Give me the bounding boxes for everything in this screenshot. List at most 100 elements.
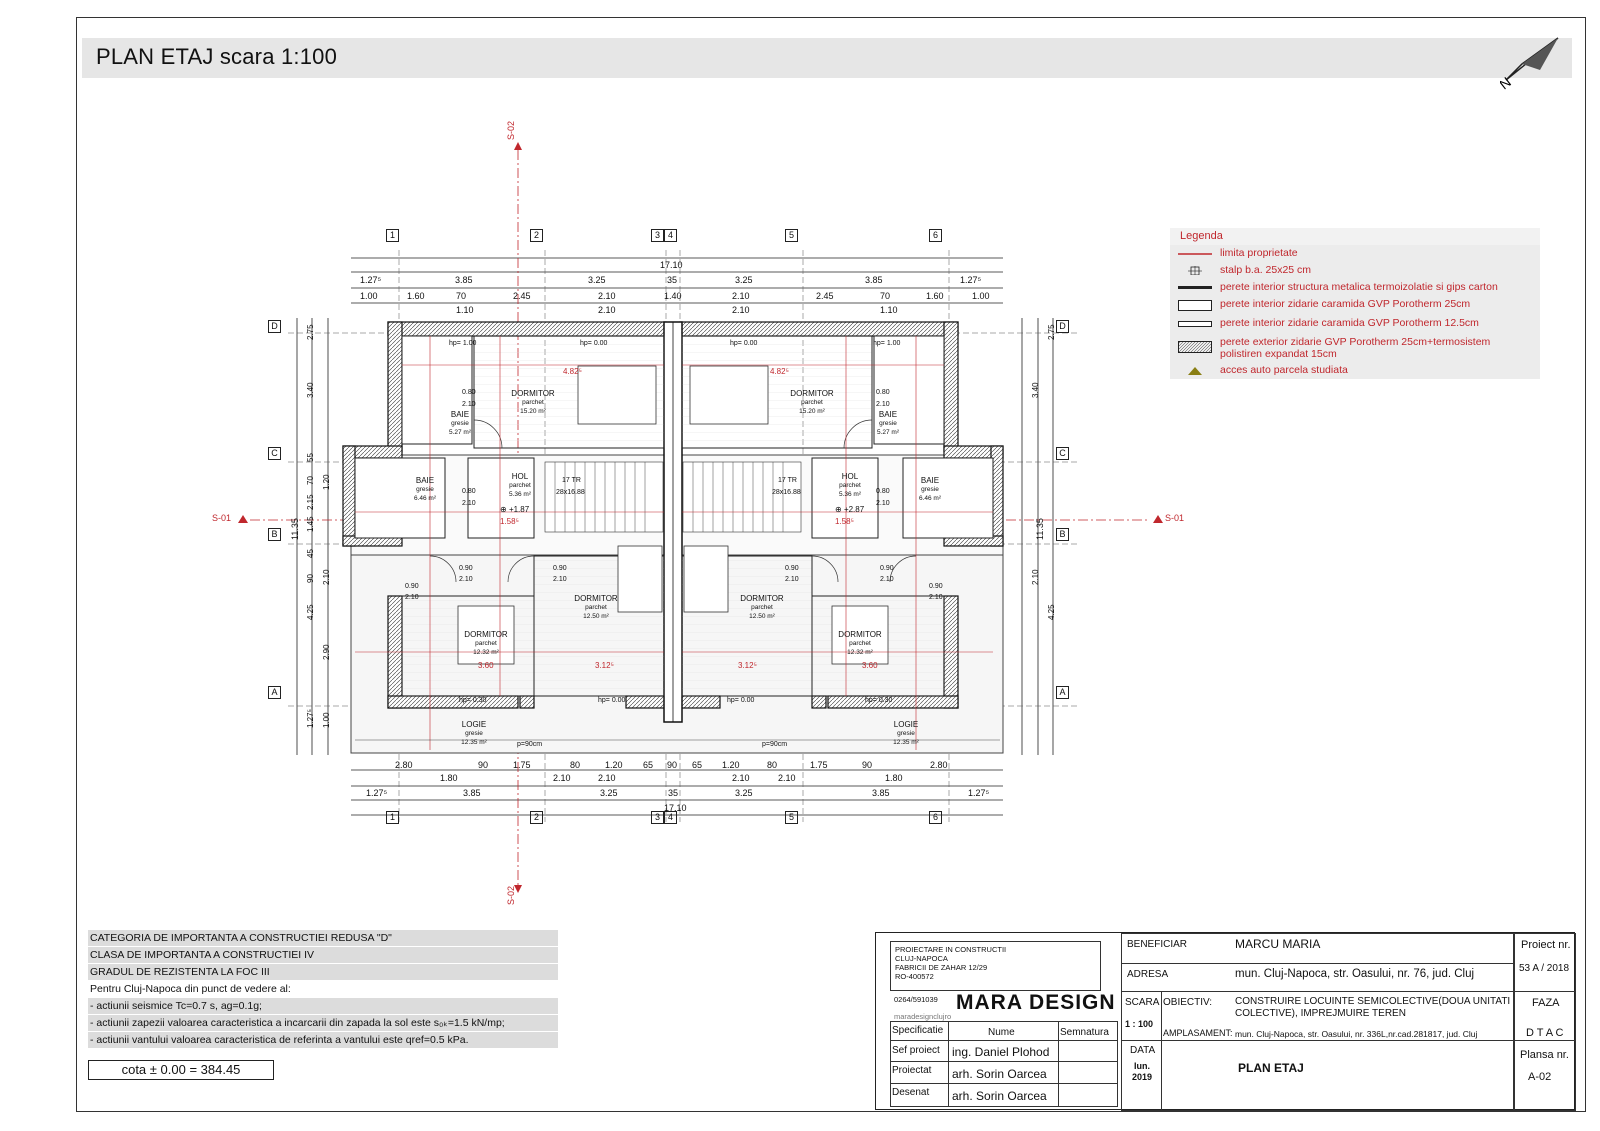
dim-side-l-m: 1.00 bbox=[322, 712, 331, 728]
room-floor: parchet bbox=[585, 604, 607, 611]
room-logie-right: LOGIE gresie 12.35 m² bbox=[886, 720, 926, 747]
legend-title: Legenda bbox=[1180, 230, 1223, 242]
door-dim-5: 0.80 bbox=[462, 488, 476, 495]
dim-bot1b-f: 1.80 bbox=[885, 773, 903, 783]
axis-marker-2-top: 2 bbox=[530, 229, 543, 242]
dim-side-l-h: 45 bbox=[306, 549, 315, 558]
dim-side-l-b: 3.40 bbox=[306, 382, 315, 398]
level-value: +1.87 bbox=[508, 505, 530, 514]
dim-side-l-k: 4.25 bbox=[306, 604, 315, 620]
level-mark-right: ⊕ +2.87 bbox=[835, 505, 865, 514]
legend-item-label: perete interior zidarie caramida GVP Por… bbox=[1220, 317, 1479, 329]
hp-label-bottom-left: hp= 0.30 bbox=[459, 697, 487, 704]
door-dim-3: 0.80 bbox=[876, 389, 890, 396]
door-dim-10: 2.10 bbox=[459, 576, 473, 583]
room-dormitor-small-right: DORMITOR parchet 12.32 m² bbox=[836, 630, 884, 657]
room-name: HOL bbox=[511, 472, 529, 481]
dim-side-left: 11.35 bbox=[290, 518, 300, 540]
dim-bot1-l: 90 bbox=[862, 760, 873, 770]
dim-bot2-d: 35 bbox=[668, 788, 679, 798]
dim-top1-b: 3.85 bbox=[455, 275, 473, 285]
dim-top2-d: 2.45 bbox=[513, 291, 531, 301]
drawing-sheet-frame bbox=[76, 17, 1586, 1112]
scara-value: 1 : 100 bbox=[1125, 1019, 1154, 1029]
property-limit-line-icon bbox=[1178, 253, 1212, 255]
red-dim-2: 4.82⁵ bbox=[770, 367, 789, 376]
plansa-value: A-02 bbox=[1528, 1071, 1552, 1083]
legend-item: perete exterior zidarie GVP Porotherm 25… bbox=[1170, 334, 1540, 362]
room-area: 12.32 m² bbox=[847, 649, 873, 656]
axis-marker-4-bottom: 4 bbox=[664, 811, 677, 824]
legend-item: stalp b.a. 25x25 cm bbox=[1170, 262, 1540, 279]
adresa-value: mun. Cluj-Napoca, str. Oasului, nr. 76, … bbox=[1235, 968, 1475, 980]
room-name: BAIE bbox=[415, 476, 435, 485]
desenat-name: arh. Sorin Oarcea bbox=[952, 1089, 1047, 1103]
dim-top2-i: 70 bbox=[880, 291, 891, 301]
hp-label-top-right: hp= 0.00 bbox=[730, 340, 758, 347]
obiectiv-label: OBIECTIV: bbox=[1163, 997, 1213, 1008]
stairs-label-right: 17 TR bbox=[778, 477, 797, 484]
axis-marker-1-bottom: 1 bbox=[386, 811, 399, 824]
dim-bot2-g: 1.27⁵ bbox=[968, 788, 990, 798]
triangle-icon bbox=[1188, 367, 1202, 375]
door-dim-6: 2.10 bbox=[462, 500, 476, 507]
legend-item: perete interior zidarie caramida GVP Por… bbox=[1170, 315, 1540, 334]
note-line: GRADUL DE REZISTENTA LA FOC III bbox=[88, 964, 558, 980]
column-symbol-icon bbox=[1188, 266, 1202, 275]
sef-label: Sef proiect bbox=[892, 1045, 940, 1056]
amplasament-value: mun. Cluj-Napoca, str. Oasului, nr. 336L… bbox=[1235, 1029, 1478, 1039]
door-dim-9: 0.90 bbox=[459, 565, 473, 572]
dim-side-l-a: 2.75 bbox=[306, 324, 315, 340]
axis-marker-5-bottom: 5 bbox=[785, 811, 798, 824]
room-area: 12.32 m² bbox=[473, 649, 499, 656]
stairs-size-right: 28x16.88 bbox=[772, 489, 801, 496]
spec-label: Specificatie bbox=[892, 1025, 944, 1036]
axis-marker-3-top: 3 bbox=[651, 229, 664, 242]
legend-item: limita proprietate bbox=[1170, 245, 1540, 262]
room-dormitor-top-left: DORMITOR parchet 15.20 m² bbox=[505, 389, 561, 416]
note-line: Pentru Cluj-Napoca din punct de vedere a… bbox=[90, 983, 291, 995]
room-floor: parchet bbox=[849, 640, 871, 647]
desenat-label: Desenat bbox=[892, 1087, 930, 1098]
dim-side-l-f: 2.15 bbox=[306, 494, 315, 510]
room-floor: gresie bbox=[451, 420, 469, 427]
room-floor: gresie bbox=[897, 730, 915, 737]
hp-label-bath-left: hp= 1.00 bbox=[449, 340, 477, 347]
note-line: CATEGORIA DE IMPORTANTA A CONSTRUCTIEI R… bbox=[88, 930, 558, 946]
dim-bot1-g: 90 bbox=[667, 760, 678, 770]
dim-bot1-a: 2.80 bbox=[395, 760, 413, 770]
dim-bot1-i: 1.20 bbox=[722, 760, 740, 770]
room-dormitor-small-left: DORMITOR parchet 12.32 m² bbox=[462, 630, 510, 657]
red-dim-1: 4.82⁵ bbox=[563, 367, 582, 376]
room-area: 5.36 m² bbox=[838, 491, 862, 498]
axis-marker-2-bottom: 2 bbox=[530, 811, 543, 824]
dim-side-l-e: 70 bbox=[306, 476, 315, 485]
red-dim-8: 1.58⁵ bbox=[835, 517, 854, 526]
room-area: 6.46 m² bbox=[413, 495, 437, 502]
axis-marker-a-left: A bbox=[268, 686, 281, 699]
red-dim-7: 1.58⁵ bbox=[500, 517, 519, 526]
row-line bbox=[1514, 991, 1576, 992]
room-floor: gresie bbox=[416, 486, 434, 493]
axis-marker-d-left: D bbox=[268, 320, 281, 333]
row-line bbox=[1121, 991, 1514, 992]
dim-top2-e: 2.10 bbox=[598, 291, 616, 301]
room-baie-top-left: BAIE gresie 5.27 m² bbox=[440, 410, 480, 437]
plan-title: PLAN ETAJ bbox=[1238, 1061, 1304, 1075]
legend-item: acces auto parcela studiata bbox=[1170, 362, 1540, 379]
dim-bot1-c: 1.75 bbox=[513, 760, 531, 770]
project-info bbox=[1121, 933, 1514, 1111]
axis-marker-6-top: 6 bbox=[929, 229, 942, 242]
door-dim-2: 2.10 bbox=[462, 401, 476, 408]
dim-side-r-k: 4.25 bbox=[1047, 604, 1056, 620]
dim-side-l-n: 1.27⁵ bbox=[306, 709, 315, 728]
note-line: - actiunii seismice Tc=0.7 s, ag=0.1g; bbox=[88, 998, 558, 1014]
legend-item-label: polistiren expandat 15cm bbox=[1220, 348, 1337, 360]
row-line bbox=[1121, 963, 1514, 964]
axis-marker-d-right: D bbox=[1056, 320, 1069, 333]
signature-table bbox=[890, 1021, 1118, 1107]
sig-row-line bbox=[890, 1061, 1118, 1062]
dim-top2-f: 1.40 bbox=[664, 291, 682, 301]
room-floor: gresie bbox=[465, 730, 483, 737]
axis-marker-c-right: C bbox=[1056, 447, 1069, 460]
